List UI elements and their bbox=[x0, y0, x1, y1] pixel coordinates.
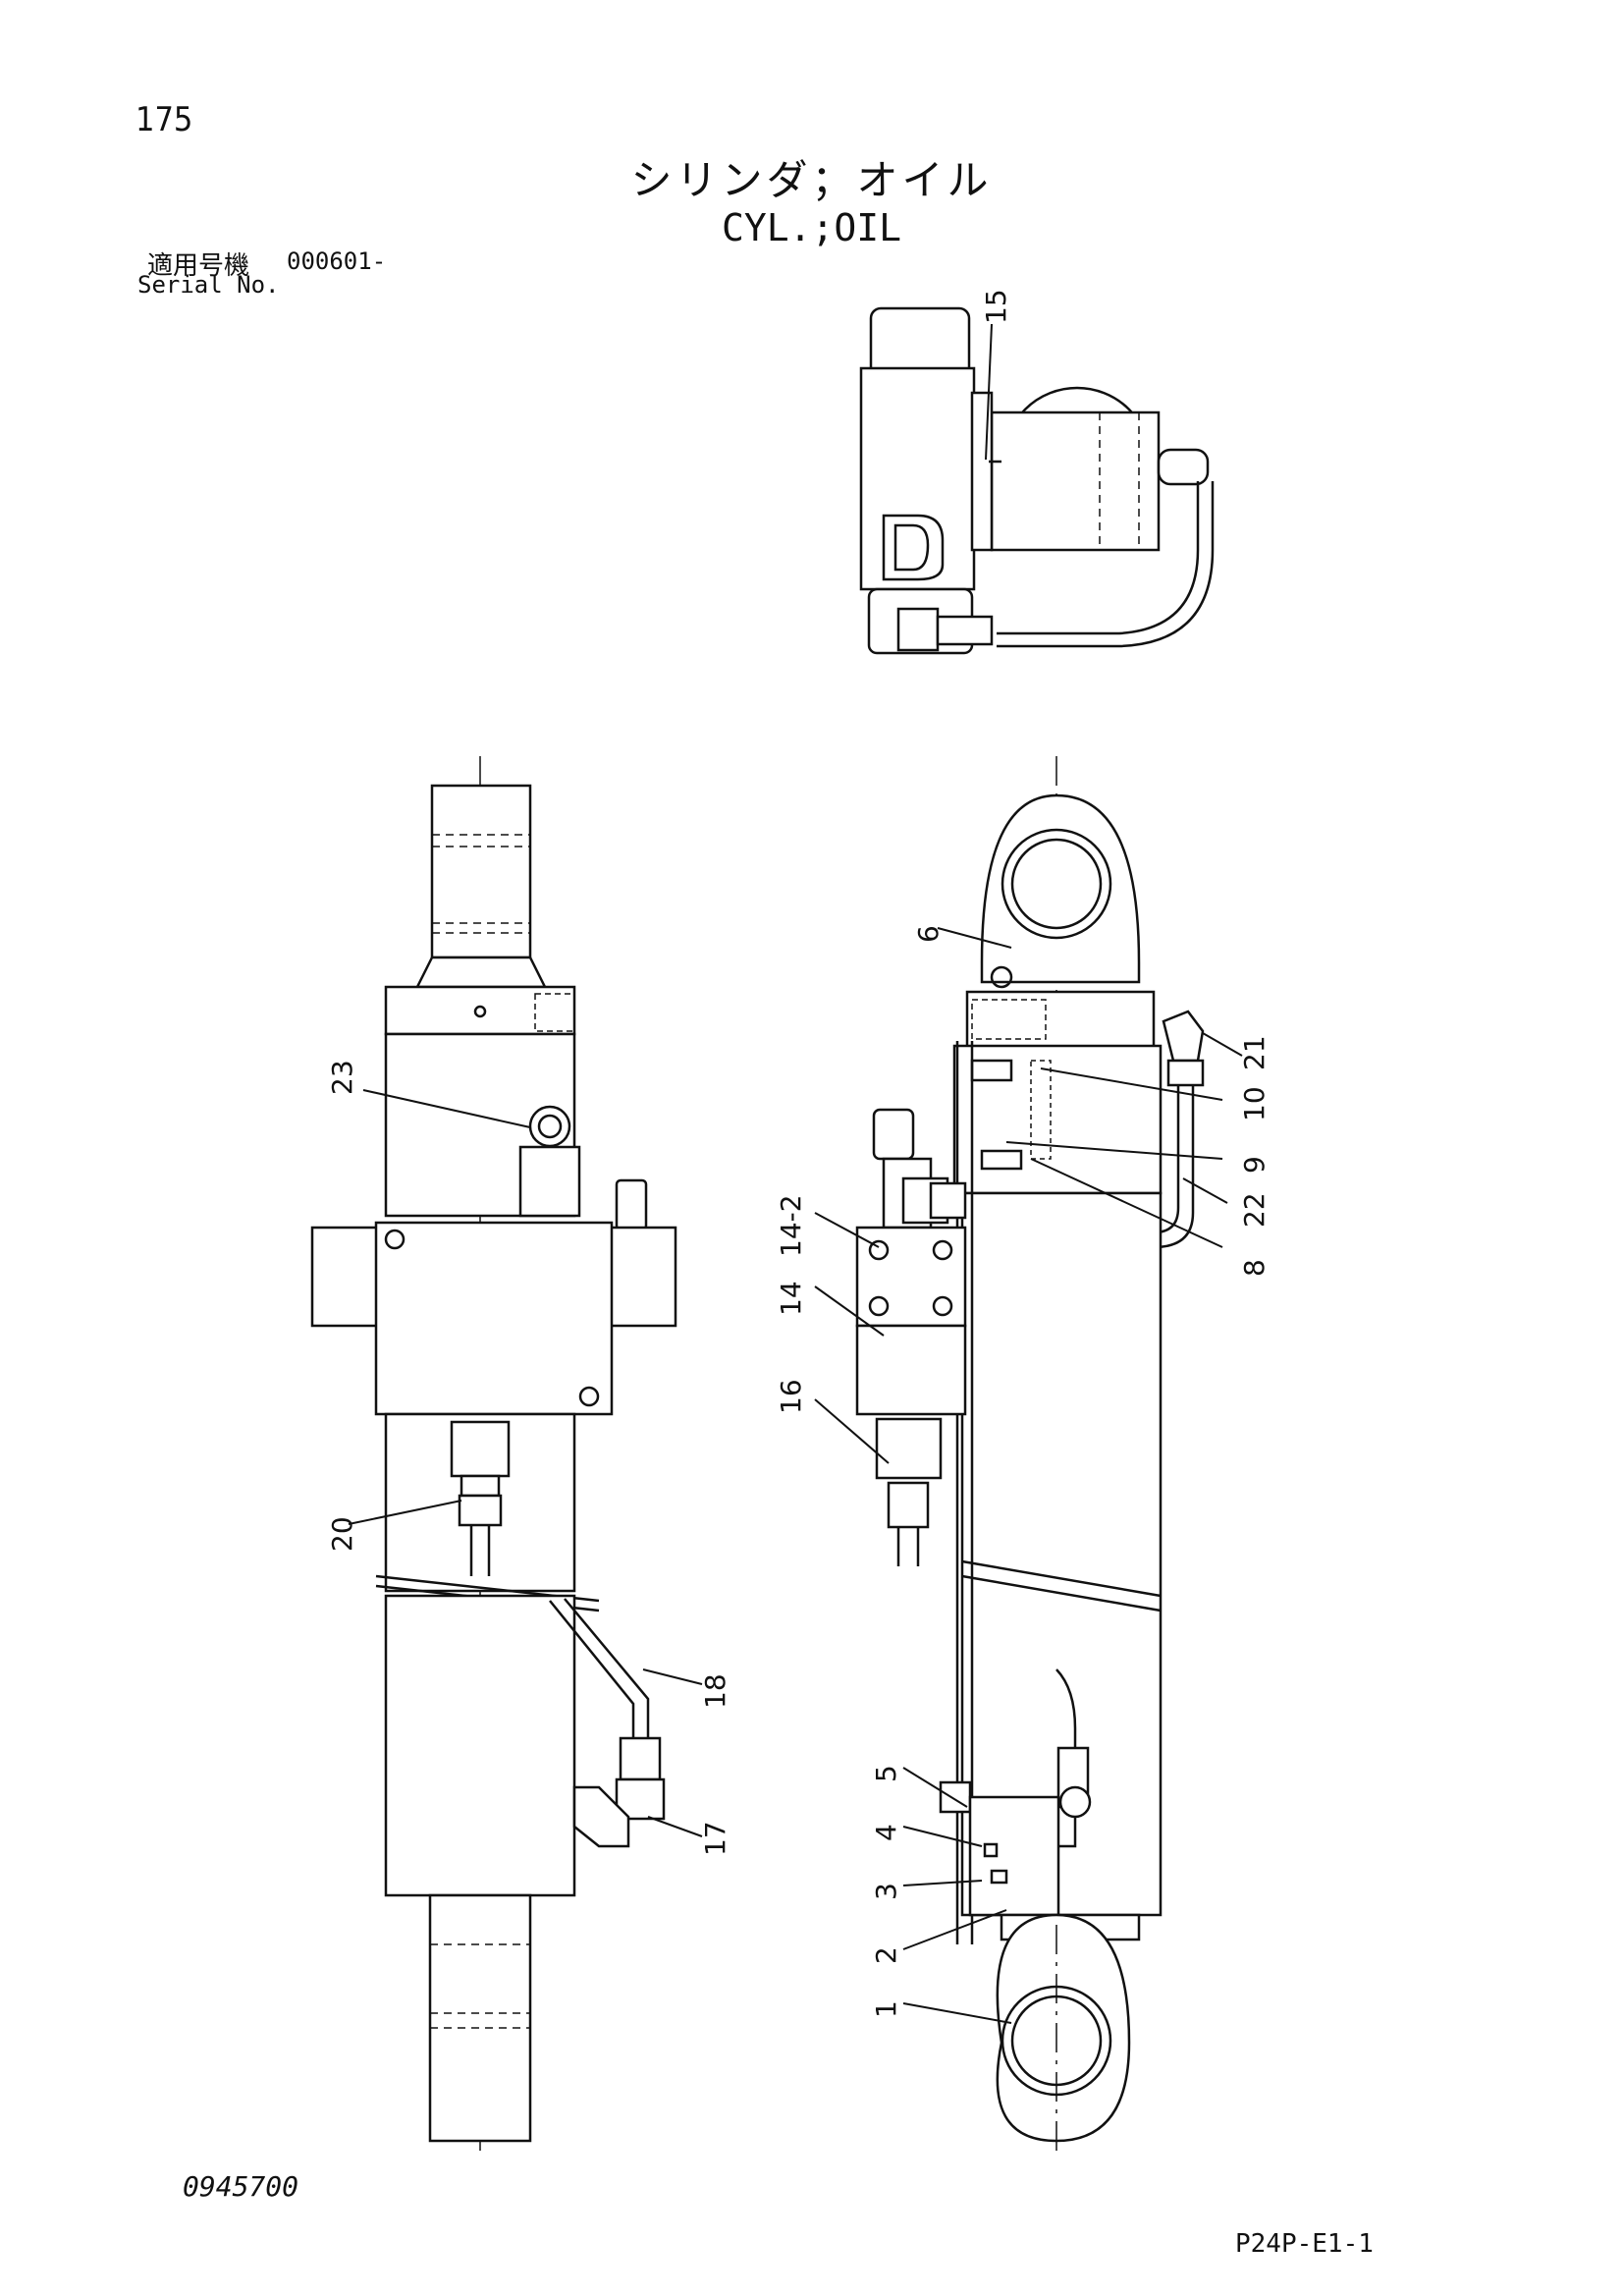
page-title-japanese: シリンダ；オイル bbox=[630, 156, 993, 204]
top-view bbox=[859, 306, 1215, 655]
callout-21: 21 bbox=[1238, 1035, 1271, 1070]
side-view bbox=[855, 756, 1205, 2151]
page-number: 175 bbox=[135, 100, 193, 139]
callout-2: 2 bbox=[870, 1946, 902, 1964]
callout-20: 20 bbox=[326, 1516, 358, 1552]
callout-22: 22 bbox=[1238, 1192, 1271, 1228]
callout-16: 16 bbox=[775, 1379, 807, 1414]
serial-label-english: Serial No. bbox=[137, 271, 280, 299]
front-view bbox=[310, 756, 677, 2151]
leader-lines bbox=[348, 323, 1243, 2024]
serial-value: 000601- bbox=[287, 247, 387, 275]
callout-14: 14 bbox=[775, 1281, 807, 1316]
callout-23: 23 bbox=[326, 1060, 358, 1095]
callout-1: 1 bbox=[870, 2000, 902, 2018]
page-title-english: CYL.;OIL bbox=[721, 206, 902, 249]
callout-6: 6 bbox=[912, 925, 945, 943]
document-number: 0945700 bbox=[183, 2170, 299, 2203]
callout-10: 10 bbox=[1238, 1086, 1271, 1121]
callout-14-2: 14-2 bbox=[775, 1194, 807, 1257]
serial-label-japanese: 適用号機 bbox=[147, 251, 250, 281]
callout-8: 8 bbox=[1238, 1259, 1271, 1277]
callout-3: 3 bbox=[870, 1883, 902, 1900]
callout-4: 4 bbox=[870, 1824, 902, 1841]
callout-9: 9 bbox=[1238, 1156, 1271, 1174]
callout-15: 15 bbox=[980, 289, 1012, 324]
callouts: 15 6 21 10 9 22 8 14-2 14 16 23 20 18 17… bbox=[326, 289, 1271, 2018]
callout-18: 18 bbox=[699, 1673, 731, 1709]
callout-5: 5 bbox=[870, 1765, 902, 1782]
figure-code: P24P-E1-1 bbox=[1235, 2229, 1374, 2259]
callout-17: 17 bbox=[699, 1821, 731, 1856]
